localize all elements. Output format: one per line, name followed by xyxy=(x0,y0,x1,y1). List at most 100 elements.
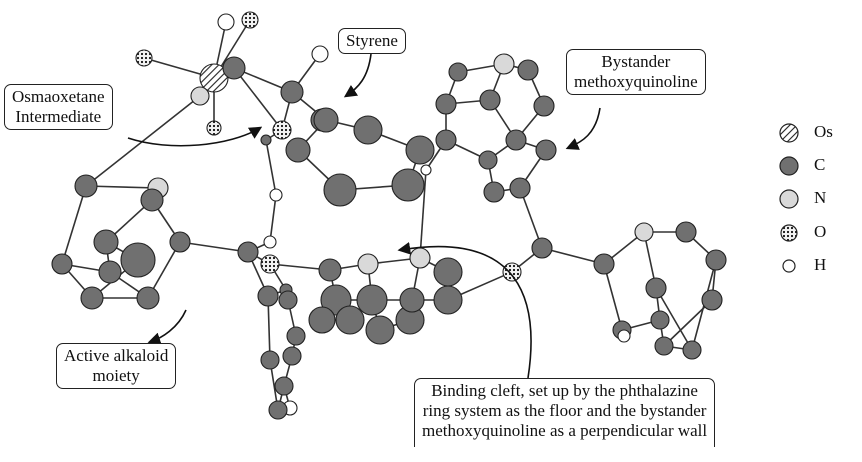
label-bystander-methoxyquinoline: Bystander methoxyquinoline xyxy=(566,49,706,95)
atom-c xyxy=(433,257,463,287)
atom-o xyxy=(272,120,292,140)
light-atom-icon xyxy=(779,189,799,209)
callout-arrows xyxy=(127,53,601,379)
legend-item-c: C xyxy=(778,153,858,179)
atom-h xyxy=(269,188,283,202)
atom-c xyxy=(509,177,531,199)
legend-item-n: N xyxy=(778,186,858,212)
bond xyxy=(519,187,543,249)
atom-c xyxy=(433,285,463,315)
atom-n xyxy=(634,222,654,242)
atom-c xyxy=(399,287,425,313)
atom-c xyxy=(74,174,98,198)
atom-c xyxy=(286,326,306,346)
callout-arrow xyxy=(343,53,372,98)
atom-n xyxy=(409,247,431,269)
atom-c xyxy=(274,376,294,396)
atom-c xyxy=(478,150,498,170)
atom-c xyxy=(51,253,73,275)
atom-c xyxy=(435,129,457,151)
atom-c xyxy=(120,242,156,278)
callout-arrow xyxy=(147,309,187,345)
atom-c xyxy=(308,306,336,334)
atom-c xyxy=(531,237,553,259)
atom-h xyxy=(311,45,329,63)
atom-c xyxy=(705,249,727,271)
bond xyxy=(85,95,201,187)
atom-c xyxy=(318,258,342,282)
atom-c xyxy=(285,137,311,163)
atom-n xyxy=(190,86,210,106)
atom-c xyxy=(136,286,160,310)
atom-c xyxy=(335,305,365,335)
dotted-atom-icon xyxy=(780,224,798,242)
label-osmaoxetane-intermediate: Osmaoxetane Intermediate xyxy=(4,84,113,130)
atom-c xyxy=(93,229,119,255)
atom-h xyxy=(217,13,235,31)
atom-c xyxy=(237,241,259,263)
bond xyxy=(265,139,277,196)
bond xyxy=(233,67,283,131)
atom-c xyxy=(435,93,457,115)
atom-o xyxy=(135,49,153,67)
atom-c xyxy=(313,107,339,133)
atom-c xyxy=(701,289,723,311)
atom-c xyxy=(650,310,670,330)
atom-c xyxy=(222,56,246,80)
callout-arrow xyxy=(565,107,601,150)
bond xyxy=(419,169,427,259)
callout-arrow xyxy=(397,242,532,379)
atom-c xyxy=(533,95,555,117)
atom-c xyxy=(80,286,104,310)
bond xyxy=(541,247,605,265)
atom-c xyxy=(517,59,539,81)
atom-c xyxy=(278,290,298,310)
atom-c xyxy=(505,129,527,151)
atom-c xyxy=(98,260,122,284)
legend-item-h: H xyxy=(778,253,858,279)
atom-c xyxy=(682,340,702,360)
atom-h xyxy=(617,329,631,343)
atoms xyxy=(51,11,727,420)
callout-arrow xyxy=(127,126,263,147)
atom-c xyxy=(535,139,557,161)
label-styrene: Styrene xyxy=(338,28,406,54)
legend-item-os: Os xyxy=(778,120,858,146)
atom-c xyxy=(353,115,383,145)
legend-item-o: O xyxy=(778,220,858,246)
atom-c xyxy=(391,168,425,202)
atom-c xyxy=(365,315,395,345)
atom-c xyxy=(280,80,304,104)
hatched-atom-icon xyxy=(779,123,799,143)
dark-atom-icon xyxy=(779,156,799,176)
atom-h xyxy=(263,235,277,249)
atom-h xyxy=(420,164,432,176)
atom-c xyxy=(323,173,357,207)
atom-c xyxy=(140,188,164,212)
atom-c xyxy=(257,285,279,307)
bond xyxy=(85,185,159,189)
atom-c xyxy=(675,221,697,243)
atom-o xyxy=(206,120,222,136)
white-atom-icon xyxy=(782,259,796,273)
atom-c xyxy=(479,89,501,111)
atom-c xyxy=(483,181,505,203)
bond xyxy=(269,194,277,243)
atom-c xyxy=(260,350,280,370)
atom-c xyxy=(645,277,667,299)
bond xyxy=(179,241,249,253)
atom-o xyxy=(241,11,259,29)
atom-c xyxy=(282,346,302,366)
atom-c xyxy=(654,336,674,356)
atom-o xyxy=(502,262,522,282)
bond xyxy=(655,287,693,351)
atom-c xyxy=(405,135,435,165)
atom-n xyxy=(357,253,379,275)
bond xyxy=(61,185,87,265)
atom-c xyxy=(356,284,388,316)
atom-n xyxy=(493,53,515,75)
label-binding-cleft: Binding cleft, set up by the phthalazine… xyxy=(414,378,716,447)
atom-c xyxy=(268,400,288,420)
atom-c xyxy=(169,231,191,253)
